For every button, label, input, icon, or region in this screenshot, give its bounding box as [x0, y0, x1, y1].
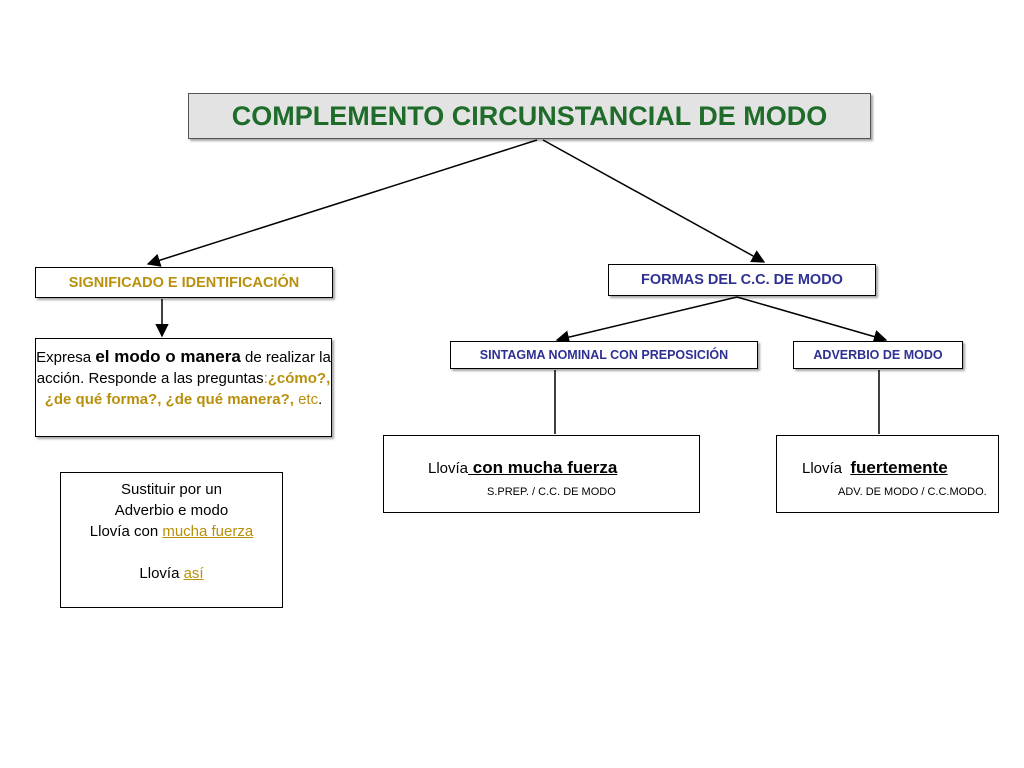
sustituir-line2: Adverbio e modo [114, 502, 229, 519]
adv-example-pre: Llovía [802, 460, 851, 477]
formas-header: FORMAS DEL C.C. DE MODO [608, 264, 876, 296]
arrow-title-to-significado [146, 139, 538, 267]
adv-example-sentence: Llovía fuertemente [802, 458, 948, 478]
sustituir-example2-pre: Llovía [139, 565, 184, 582]
adv-example-keyword: fuertemente [850, 458, 948, 477]
arrow-title-to-formas [542, 139, 766, 263]
expresa-etc: etc [298, 391, 319, 408]
sustituir-line1: Sustituir por un [121, 481, 222, 498]
snp-example-sentence: Llovía con mucha fuerza [428, 458, 617, 478]
snp-example-box: Llovía con mucha fuerza S.PREP. / C.C. D… [383, 435, 700, 513]
sustituir-example1-pre: Llovía con [89, 523, 163, 540]
snp-example-label: S.PREP. / C.C. DE MODO [487, 486, 616, 498]
adv-example-label: ADV. DE MODO / C.C.MODO. [838, 486, 987, 498]
sustituir-box: Sustituir por un Adverbio e modo Llovía … [60, 472, 283, 608]
expresa-end: . [318, 391, 323, 408]
expresa-questions: ¿cómo?, ¿de qué forma?, ¿de qué manera?, [44, 370, 331, 408]
adverbio-header: ADVERBIO DE MODO [793, 341, 963, 369]
expresa-text-pre: Expresa [36, 349, 96, 366]
arrow-formas-to-adv [736, 296, 888, 344]
sustituir-spacer [61, 542, 282, 563]
expresa-colon: : [263, 370, 268, 387]
adv-example-box: Llovía fuertemente ADV. DE MODO / C.C.MO… [776, 435, 999, 513]
snp-example-pre: Llovía [428, 460, 469, 477]
diagram-title: COMPLEMENTO CIRCUNSTANCIAL DE MODO [188, 93, 871, 139]
significado-header: SIGNIFICADO E IDENTIFICACIÓN [35, 267, 333, 298]
expresa-text-bold: el modo o manera [95, 347, 241, 366]
sustituir-example1: Llovía con mucha fuerza [61, 521, 282, 542]
expresa-text-mid: de realizar la acción. Responde a las pr… [36, 349, 331, 387]
arrow-formas-to-snp [555, 296, 738, 344]
expresa-description: Expresa el modo o manera de realizar la … [35, 338, 332, 437]
sustituir-example1-underlined: mucha fuerza [162, 523, 254, 540]
sustituir-example2: Llovía así [61, 563, 282, 584]
snp-example-keyword: con mucha fuerza [468, 458, 618, 477]
sustituir-example2-underlined: así [183, 565, 204, 582]
sintagma-nominal-header: SINTAGMA NOMINAL CON PREPOSICIÓN [450, 341, 758, 369]
